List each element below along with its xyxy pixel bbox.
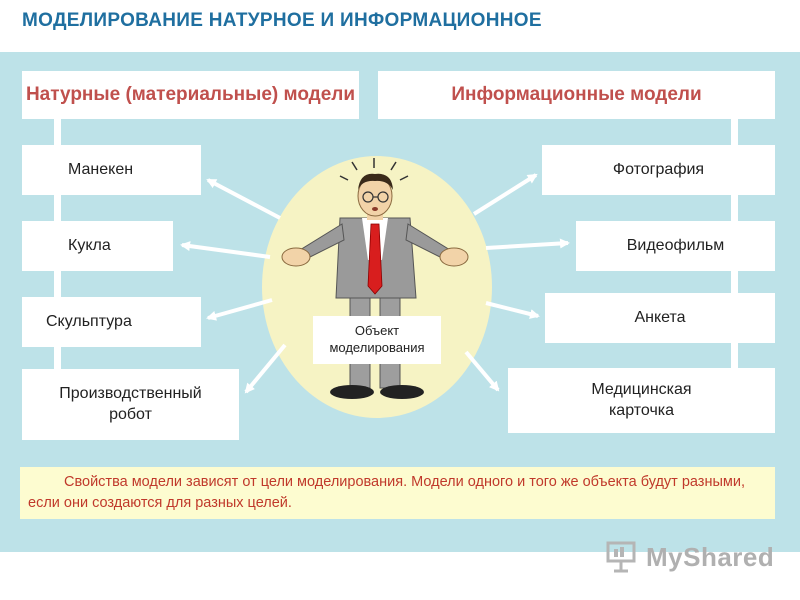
page-title: МОДЕЛИРОВАНИЕ НАТУРНОЕ И ИНФОРМАЦИОННОЕ xyxy=(22,10,542,31)
logo-text: MyShared xyxy=(646,541,775,572)
natural-item-skulptura: Скульптура xyxy=(22,297,201,347)
natural-models-header: Натурные (материальные) модели xyxy=(22,71,359,119)
natural-item-maneken: Манекен xyxy=(22,145,201,195)
natural-item-robot: Производственный робот xyxy=(22,369,239,440)
info-item-anketa: Анкета xyxy=(545,293,775,343)
note-text: Свойства модели зависят от цели моделиро… xyxy=(20,467,775,519)
info-item-foto: Фотография xyxy=(542,145,775,195)
object-label: Объект моделирования xyxy=(313,316,441,364)
natural-item-kukla: Кукла xyxy=(22,221,173,271)
object-oval xyxy=(262,156,492,418)
presentation-icon xyxy=(606,541,636,573)
watermark-logo: MyShared xyxy=(606,540,774,574)
info-item-med-card: Медицинская карточка xyxy=(508,368,775,433)
info-item-video: Видеофильм xyxy=(576,221,775,271)
info-models-header: Информационные модели xyxy=(378,71,775,119)
